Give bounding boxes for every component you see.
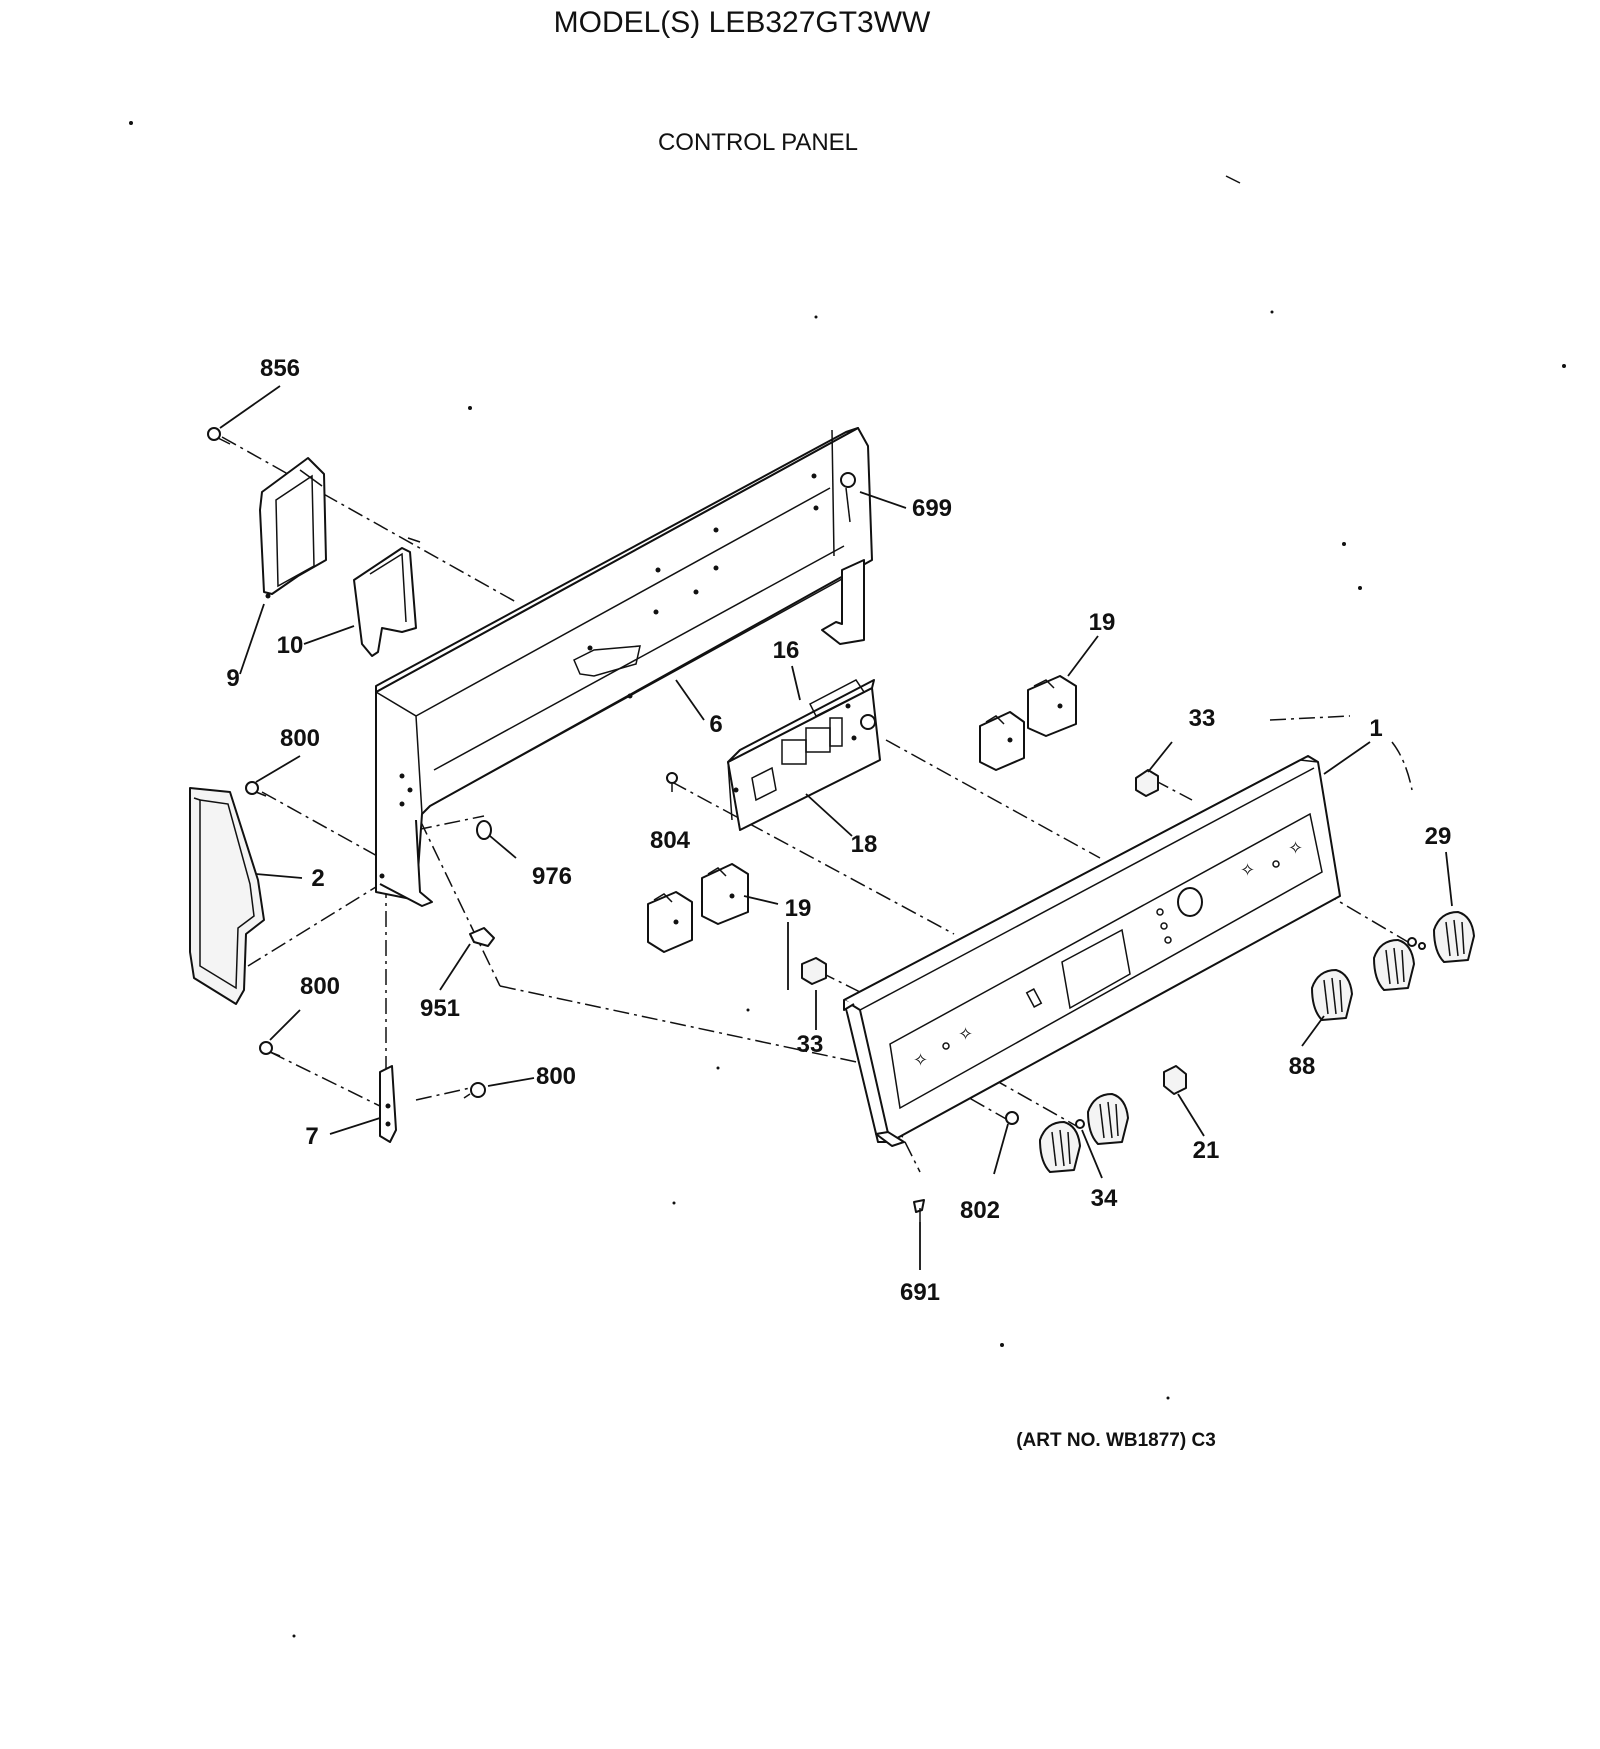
part-856-screw (207, 427, 231, 445)
part-19-switch-upper-right (1027, 675, 1077, 737)
part-33-lamp-lower (801, 957, 827, 985)
part-18-control-board (727, 679, 881, 831)
callout-9: 9 (226, 665, 239, 692)
svg-text:✧: ✧ (958, 1024, 973, 1044)
part-800-screw-lower (259, 1041, 281, 1057)
callout-699: 699 (912, 495, 952, 522)
part-976-grommet (476, 820, 492, 840)
scan-specks (129, 121, 1566, 1638)
part-802-screw (1005, 1111, 1019, 1125)
part-691-screw (913, 1199, 925, 1222)
callout-19-lower: 19 (785, 895, 812, 922)
svg-text:✧: ✧ (1288, 838, 1303, 858)
part-29-knob (1407, 911, 1475, 963)
part-10-bracket (353, 537, 421, 657)
callout-800-lower: 800 (300, 973, 340, 1000)
callout-1: 1 (1369, 715, 1382, 742)
callout-804: 804 (650, 827, 691, 854)
callout-856: 856 (260, 355, 300, 382)
svg-text:✧: ✧ (913, 1050, 928, 1070)
part-951-clip (469, 927, 495, 947)
part-34-knob-left (1039, 1119, 1085, 1173)
part-800-screw-right (463, 1082, 486, 1099)
section-title: CONTROL PANEL (658, 129, 858, 156)
callout-33-lower: 33 (797, 1031, 824, 1058)
leader-lines (219, 385, 1453, 1270)
part-88-knob (1311, 969, 1353, 1021)
page-title: MODEL(S) LEB327GT3WW (554, 6, 931, 39)
callout-951: 951 (420, 995, 460, 1022)
part-34-knob-right (1087, 1093, 1129, 1145)
callout-6: 6 (709, 711, 722, 738)
part-7-bracket (379, 1065, 397, 1143)
part-6-backguard-frame (375, 427, 873, 907)
part-2-end-cap (189, 787, 265, 1005)
svg-text:✧: ✧ (1240, 860, 1255, 880)
callout-labels: 856 699 9 10 6 16 19 33 1 800 804 18 976… (226, 355, 1451, 1306)
part-33-lamp-upper (1135, 769, 1159, 797)
callout-18: 18 (851, 831, 878, 858)
callout-800-right: 800 (536, 1063, 576, 1090)
callout-88: 88 (1289, 1053, 1316, 1080)
callout-2: 2 (311, 865, 324, 892)
callout-976: 976 (532, 863, 572, 890)
part-19-switch-lower-right (701, 863, 749, 925)
callout-19-upper: 19 (1089, 609, 1116, 636)
part-804-screw (666, 772, 678, 792)
callout-29: 29 (1425, 823, 1452, 850)
callout-10: 10 (277, 632, 304, 659)
callout-800-upper: 800 (280, 725, 320, 752)
part-1-control-panel: ✧ ✧ ✧ ✧ (843, 755, 1341, 1147)
callout-21: 21 (1193, 1137, 1220, 1164)
part-19-switch-lower-left (647, 891, 693, 953)
callout-16: 16 (773, 637, 800, 664)
art-number: (ART NO. WB1877) C3 (1016, 1430, 1216, 1451)
part-9-side-bracket (259, 457, 327, 599)
callout-33-upper: 33 (1189, 705, 1216, 732)
callout-691: 691 (900, 1279, 940, 1306)
callout-7: 7 (305, 1123, 318, 1150)
callout-34: 34 (1091, 1185, 1118, 1212)
part-699-screw (840, 472, 856, 523)
part-800-screw-upper (245, 781, 267, 797)
part-21-switch (1163, 1065, 1187, 1095)
callout-802: 802 (960, 1197, 1000, 1224)
part-19-switch-upper-left (979, 711, 1025, 771)
part-knob-right-2 (1373, 939, 1426, 991)
